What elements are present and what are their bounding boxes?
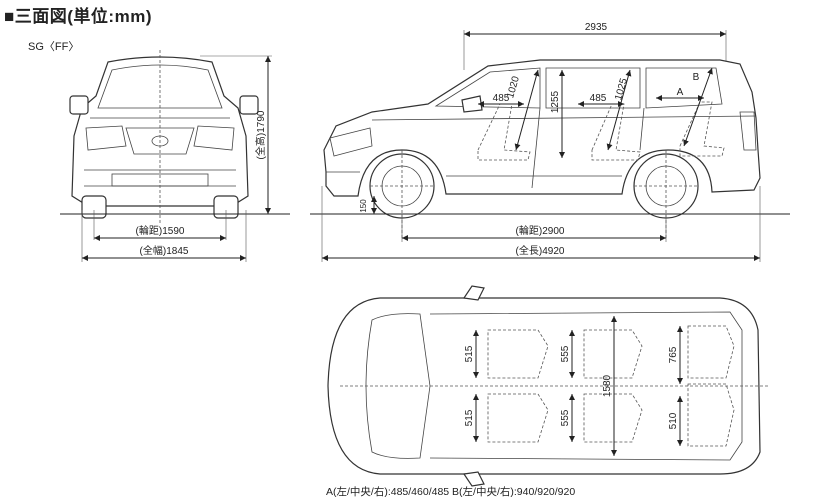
overall-height-label: (全高)1790 [254,110,267,159]
footnote: A(左/中央/右):485/460/485 B(左/中央/右):940/920/… [326,486,576,498]
top-515-upper-label: 515 [464,345,475,362]
interior-height-label: 1255 [550,90,561,113]
top-view [327,285,770,487]
page-title: ■三面図(単位:mm) [4,7,152,26]
front-tread-label: (輪距)1590 [136,224,185,237]
top-555-lower-label: 555 [560,409,571,426]
rear-510-label: 510 [668,412,679,429]
overall-length-label: (全長)4920 [516,244,565,257]
label-b: B [693,72,700,83]
top-515-lower-label: 515 [464,409,475,426]
model-label: SG〈FF〉 [28,41,80,53]
interior-length-label: 2935 [585,22,608,33]
side-view [323,59,761,240]
top-555-upper-label: 555 [560,345,571,362]
label-a: A [677,87,684,98]
overall-width-label: (全幅)1845 [140,244,189,257]
front-view [69,50,259,224]
rear-765-label: 765 [668,346,679,363]
wheelbase-label: (輪距)2900 [516,224,565,237]
second-seat-width-label: 485 [590,93,607,104]
ground-clearance-label: 150 [359,199,368,213]
interior-width-label: 1580 [602,374,613,397]
front-seat-width-label: 485 [493,93,510,104]
